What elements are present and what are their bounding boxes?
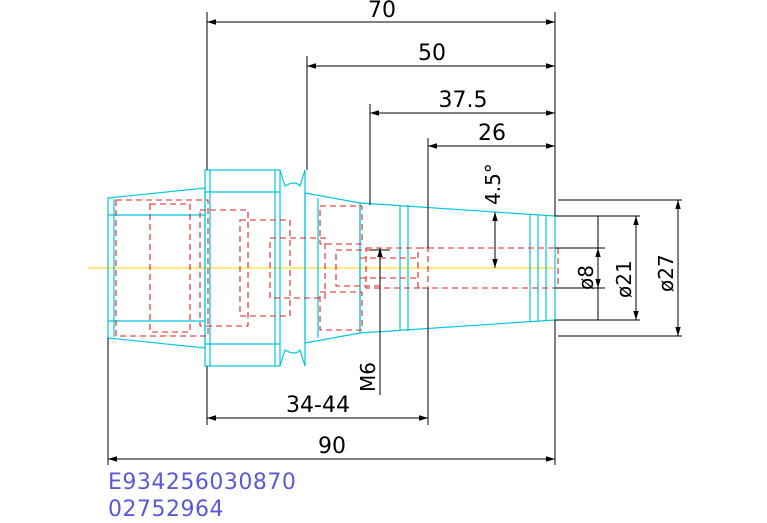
dim-text-50: 50 <box>418 41 446 66</box>
flange-outline <box>204 169 281 367</box>
part-code: E934256030870 <box>108 470 297 495</box>
dim-text-m6: M6 <box>356 362 380 392</box>
dim-text-26: 26 <box>478 121 506 146</box>
holder-outline <box>107 169 556 367</box>
dim-text-34-44: 34-44 <box>286 393 350 418</box>
dim-text-dia8: ø8 <box>574 265 598 290</box>
dim-text-dia27: ø27 <box>654 254 678 292</box>
dim-text-taper-angle: 4.5° <box>481 163 505 205</box>
dim-text-dia21: ø21 <box>612 260 636 298</box>
dim-text-90: 90 <box>318 434 346 459</box>
extension-lines <box>107 12 682 465</box>
dim-text-37-5: 37.5 <box>439 88 488 113</box>
dimension-lines <box>108 19 681 462</box>
hidden-lines <box>115 199 559 337</box>
groove-outline <box>279 169 306 367</box>
dim-text-70: 70 <box>368 0 396 23</box>
drawing-number: 02752964 <box>108 497 224 522</box>
